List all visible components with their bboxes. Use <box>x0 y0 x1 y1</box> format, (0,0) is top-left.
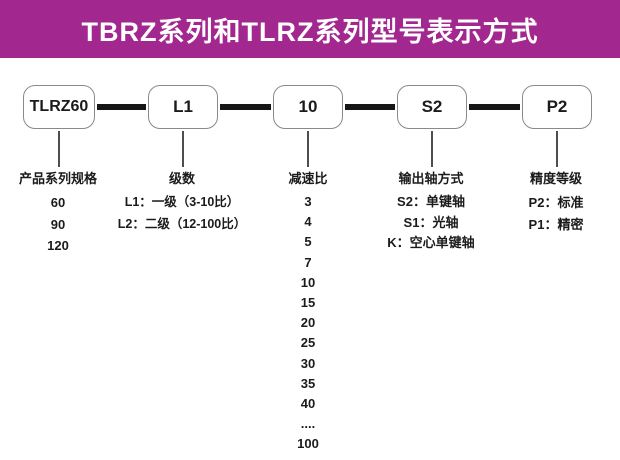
legend-column-stage: 级数 L1：一级（3-10比） L2：二级（12-100比） <box>102 168 262 235</box>
list-item: S2：单键轴 <box>397 194 465 209</box>
list-item: 25 <box>300 335 316 351</box>
list-item: 5 <box>304 234 312 250</box>
list-item: L2：二级（12-100比） <box>117 216 247 231</box>
list-item: 120 <box>47 238 69 253</box>
list-item: 40 <box>300 396 316 412</box>
pointer-line <box>58 131 60 167</box>
list-item: 20 <box>300 315 316 331</box>
column-header: 输出轴方式 <box>398 171 464 186</box>
list-item: 60 <box>50 195 66 210</box>
list-item: 3 <box>304 194 312 209</box>
pointer-line <box>307 131 309 167</box>
list-item: S1：光轴 <box>403 214 459 230</box>
legend-column-shaft: 输出轴方式 S2：单键轴 S1：光轴 K：空心单键轴 <box>366 168 496 254</box>
list-item: P2：标准 <box>528 195 584 210</box>
column-header: 精度等级 <box>529 171 582 186</box>
column-header: 产品系列规格 <box>18 171 97 186</box>
list-item: 30 <box>300 355 316 371</box>
connector-line <box>469 104 520 110</box>
box-series-code: TLRZ60 <box>23 85 95 129</box>
column-items: L1：一级（3-10比） L2：二级（12-100比） <box>102 192 262 235</box>
column-items: 3 4 5 7 10 15 20 25 30 35 40.... 100 <box>268 192 348 455</box>
box-shaft-code: S2 <box>397 85 467 129</box>
connector-line <box>97 104 146 110</box>
pointer-line <box>556 131 558 167</box>
list-item: 100 <box>297 436 319 452</box>
list-item: 10 <box>300 274 316 290</box>
list-item: K：空心单键轴 <box>387 235 475 250</box>
column-items: P2：标准 P1：精密 <box>501 192 611 235</box>
legend-column-series: 产品系列规格 60 90 120 <box>0 168 118 257</box>
box-precision-code: P2 <box>522 85 592 129</box>
pointer-line <box>182 131 184 167</box>
box-ratio-code: 10 <box>273 85 343 129</box>
list-item: 4 <box>304 214 312 230</box>
pointer-line <box>431 131 433 167</box>
legend-column-precision: 精度等级 P2：标准 P1：精密 <box>501 168 611 235</box>
page-title: TBRZ系列和TLRZ系列型号表示方式 <box>81 16 539 47</box>
list-item: .... <box>300 416 316 432</box>
connector-line <box>220 104 271 110</box>
list-item: L1：一级（3-10比） <box>124 195 240 209</box>
list-item: 15 <box>300 295 316 311</box>
column-items: S2：单键轴 S1：光轴 K：空心单键轴 <box>366 192 496 254</box>
box-stage-code: L1 <box>148 85 218 129</box>
list-item: 7 <box>304 254 312 270</box>
list-item: P1：精密 <box>528 216 584 232</box>
list-item: 35 <box>300 375 316 391</box>
column-header: 减速比 <box>288 171 328 186</box>
list-item: 90 <box>50 216 66 232</box>
title-banner: TBRZ系列和TLRZ系列型号表示方式 <box>0 0 620 58</box>
column-header: 级数 <box>168 171 195 186</box>
model-code-diagram: TLRZ60 L1 10 S2 P2 产品系列规格 60 90 120 级数 L1：… <box>0 58 620 460</box>
legend-column-ratio: 减速比 3 4 5 7 10 15 20 25 30 35 40.... 100 <box>268 168 348 455</box>
connector-line <box>345 104 395 110</box>
column-items: 60 90 120 <box>0 192 118 257</box>
